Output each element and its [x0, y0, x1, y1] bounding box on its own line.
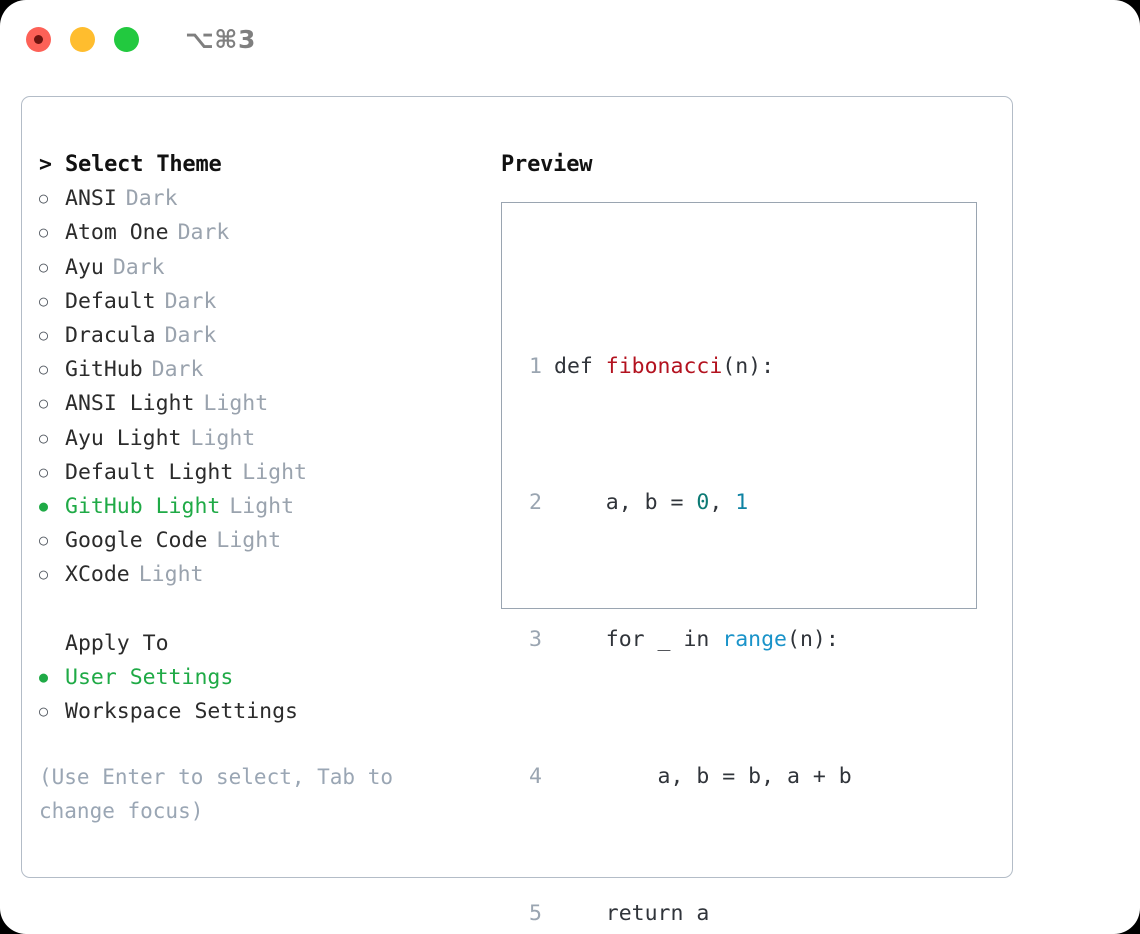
caret-icon: > — [39, 152, 52, 177]
theme-option-xcode[interactable]: ○ XCode Light — [39, 558, 499, 592]
code-token: for _ in — [554, 627, 723, 653]
line-number: 2 — [529, 490, 542, 516]
radio-selected-icon[interactable]: ● — [39, 667, 49, 686]
line-number: 1 — [529, 353, 542, 379]
apply-to-label: User Settings — [65, 664, 234, 690]
radio-icon[interactable]: ○ — [39, 291, 49, 310]
zoom-dot[interactable] — [114, 26, 139, 52]
preview-section: Preview — [501, 148, 996, 182]
theme-tag: Light — [242, 459, 308, 485]
radio-icon[interactable]: ○ — [39, 531, 49, 550]
code-token: 1 — [735, 490, 749, 516]
theme-name: GitHub Light — [65, 493, 221, 519]
line-number: 4 — [529, 764, 542, 789]
theme-option-ansi[interactable]: ○ ANSI Dark — [39, 182, 499, 216]
theme-option-google-code[interactable]: ○ Google Code Light — [39, 524, 499, 558]
theme-name: Atom One — [65, 220, 169, 246]
apply-to-heading: Apply To — [39, 627, 499, 661]
radio-icon[interactable]: ○ — [39, 325, 49, 344]
theme-tag: Light — [138, 562, 204, 588]
code-token: (n): — [722, 353, 775, 379]
theme-option-ansi-light[interactable]: ○ ANSI Light Light — [39, 387, 499, 421]
code-row: 2 a, b = 0, 1 — [520, 486, 878, 520]
radio-selected-icon[interactable]: ● — [39, 496, 49, 515]
apply-to-user-settings[interactable]: ● User Settings — [39, 661, 499, 695]
theme-option-github-light[interactable]: ● GitHub Light Light — [39, 490, 499, 524]
theme-tag: Dark — [125, 186, 178, 212]
theme-option-atom-one[interactable]: ○ Atom One Dark — [39, 216, 499, 250]
radio-icon[interactable]: ○ — [39, 565, 49, 584]
keyboard-hint: (Use Enter to select, Tab to change focu… — [39, 765, 406, 824]
theme-option-github[interactable]: ○ GitHub Dark — [39, 353, 499, 387]
code-token: return a — [554, 900, 710, 926]
code-token: a, b = — [554, 490, 697, 516]
select-theme-heading: > Select Theme — [39, 148, 499, 182]
theme-name: Ayu — [65, 254, 104, 280]
apply-to-workspace-settings[interactable]: ○ Workspace Settings — [39, 695, 499, 729]
radio-icon[interactable]: ○ — [39, 360, 49, 379]
theme-name: ANSI — [65, 186, 117, 212]
code-row: 5 return a — [520, 897, 878, 931]
preview-title: Preview — [501, 152, 593, 177]
marker-placeholder — [39, 627, 65, 661]
code-token: (n): — [787, 627, 839, 653]
radio-icon[interactable]: ○ — [39, 462, 49, 481]
title-bar: ⌥⌘3 — [0, 0, 1140, 78]
close-dot[interactable] — [26, 26, 51, 52]
theme-name: GitHub — [65, 357, 143, 383]
theme-option-dracula[interactable]: ○ Dracula Dark — [39, 319, 499, 353]
select-theme-heading-label: Select Theme — [65, 152, 222, 177]
code-token: fibonacci — [605, 353, 723, 379]
window-title: ⌥⌘3 — [185, 24, 256, 54]
code-token: def — [554, 353, 606, 379]
code-row: 3 for _ in range(n): — [520, 623, 878, 657]
code-row: 1 def fibonacci(n): — [520, 350, 878, 384]
radio-icon[interactable]: ○ — [39, 189, 49, 208]
spacer-row — [39, 592, 499, 626]
theme-option-ayu[interactable]: ○ Ayu Dark — [39, 251, 499, 285]
code-token: range — [722, 627, 788, 653]
theme-option-default[interactable]: ○ Default Dark — [39, 285, 499, 319]
code-row: 4 a, b = b, a + b — [520, 760, 878, 794]
theme-name: Google Code — [65, 528, 208, 554]
radio-icon[interactable]: ○ — [39, 428, 49, 447]
theme-tag: Light — [216, 528, 282, 554]
code-token: a, b = b, a + b — [554, 764, 852, 789]
theme-tag: Dark — [164, 322, 217, 348]
radio-icon[interactable]: ○ — [39, 223, 49, 242]
line-number: 3 — [529, 627, 542, 653]
theme-name: Ayu Light — [65, 425, 182, 451]
radio-icon[interactable]: ○ — [39, 257, 49, 276]
line-number: 5 — [529, 900, 542, 926]
theme-tag: Dark — [151, 357, 204, 383]
radio-icon[interactable]: ○ — [39, 702, 49, 720]
theme-name: Default Light — [65, 459, 234, 485]
theme-option-ayu-light[interactable]: ○ Ayu Light Light — [39, 422, 499, 456]
theme-name: Default — [65, 288, 156, 314]
theme-option-default-light[interactable]: ○ Default Light Light — [39, 456, 499, 490]
code-token: 0 — [696, 490, 710, 516]
radio-icon[interactable]: ○ — [39, 394, 49, 413]
theme-tag: Dark — [177, 220, 230, 246]
theme-tag: Light — [190, 425, 256, 451]
apply-to-label: Workspace Settings — [65, 699, 298, 724]
theme-name: XCode — [65, 562, 130, 588]
theme-tag: Dark — [112, 254, 165, 280]
apply-to-heading-label: Apply To — [65, 630, 169, 656]
theme-tag: Light — [203, 391, 269, 417]
code-token: , — [709, 490, 736, 516]
theme-name: ANSI Light — [65, 391, 195, 417]
theme-name: Dracula — [65, 322, 156, 348]
minimize-dot[interactable] — [70, 26, 95, 52]
traffic-light-group — [26, 26, 139, 52]
theme-tag: Dark — [164, 288, 217, 314]
theme-tag: Light — [229, 493, 295, 519]
